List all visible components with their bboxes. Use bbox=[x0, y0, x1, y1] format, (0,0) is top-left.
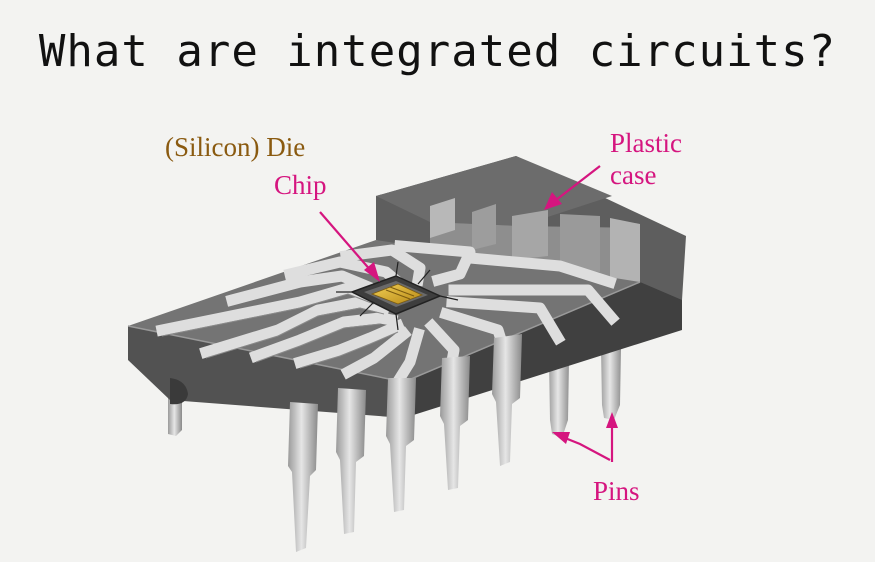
page-title: What are integrated circuits? bbox=[38, 26, 837, 77]
trace-edges bbox=[161, 293, 399, 369]
plastic-case-label-line2: case bbox=[610, 160, 657, 190]
pins-label: Pins bbox=[593, 476, 640, 506]
silicon-die bbox=[336, 261, 459, 331]
plastic-case-label-line1: Plastic bbox=[610, 128, 682, 158]
die-label: (Silicon) Die bbox=[165, 132, 306, 162]
annotation-arrows bbox=[319, 165, 618, 462]
chip-label: Chip bbox=[274, 170, 327, 200]
front-pins bbox=[288, 334, 522, 552]
